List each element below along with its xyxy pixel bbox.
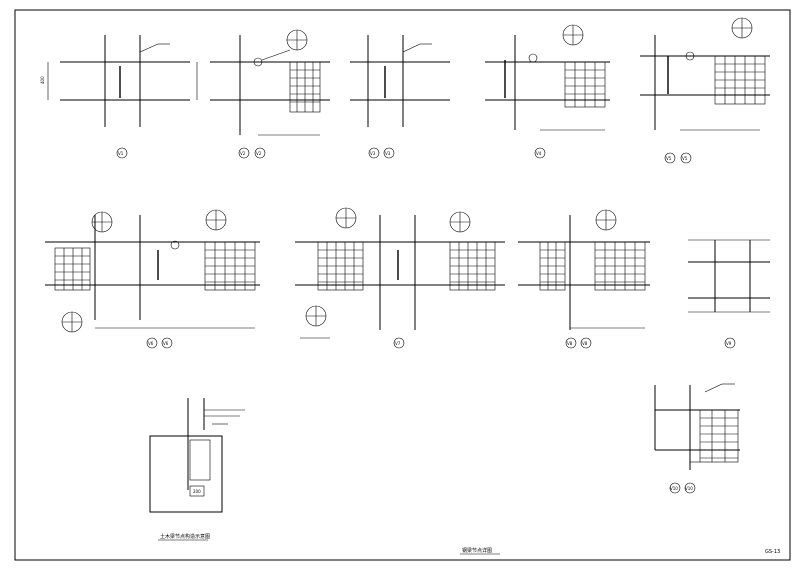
detail-caption: V3	[385, 151, 391, 156]
detail-tag: V5	[666, 156, 672, 161]
detail-tag-circle	[116, 147, 128, 159]
detail-caption: V6	[163, 341, 169, 346]
detail-tag-circle	[393, 337, 405, 349]
section-dim: 200	[193, 489, 201, 494]
detail-tag: V3	[370, 151, 376, 156]
detail-8: V8 V8	[518, 209, 650, 349]
detail-caption: V10	[685, 486, 693, 491]
sheet-title: 钢梁节点详图	[462, 547, 492, 554]
sheet-number: GS-13	[765, 549, 780, 555]
detail-tag: V6	[148, 341, 154, 346]
detail-tag: V1	[118, 151, 124, 156]
section-note: 200 土木梁节点构造示意图	[149, 398, 245, 541]
detail-tag: V4	[536, 151, 542, 156]
detail-tag: V7	[395, 341, 401, 346]
detail-1: 400 V1	[40, 35, 198, 159]
detail-9: V9	[688, 239, 770, 349]
sheet-border	[14, 9, 791, 561]
detail-tag-circle	[368, 147, 380, 159]
detail-7: V7	[295, 207, 505, 349]
detail-2: V2 V2	[210, 29, 330, 159]
detail-tag: V8	[567, 341, 573, 346]
side-dim-label: 400	[40, 76, 45, 84]
detail-tag-circle	[238, 147, 250, 159]
detail-tag-circle	[534, 147, 546, 159]
detail-3: V3 V3	[350, 35, 450, 159]
detail-5: V5 V5	[640, 17, 770, 164]
detail-caption: V2	[256, 151, 262, 156]
detail-tag-circle	[565, 337, 577, 349]
detail-tag-circle	[664, 152, 676, 164]
detail-caption: V5	[682, 156, 688, 161]
detail-tag-circle	[146, 337, 158, 349]
detail-10: V10 V10	[654, 383, 740, 494]
section-note-title: 土木梁节点构造示意图	[160, 533, 210, 540]
detail-tag: V10	[670, 486, 678, 491]
detail-caption: V8	[582, 341, 588, 346]
detail-4: V4	[485, 24, 610, 159]
detail-tag: V9	[726, 341, 732, 346]
detail-6: V6 V6	[45, 209, 260, 349]
detail-tag-circle	[669, 482, 681, 494]
detail-tag: V2	[240, 151, 246, 156]
detail-tag-circle	[724, 337, 736, 349]
